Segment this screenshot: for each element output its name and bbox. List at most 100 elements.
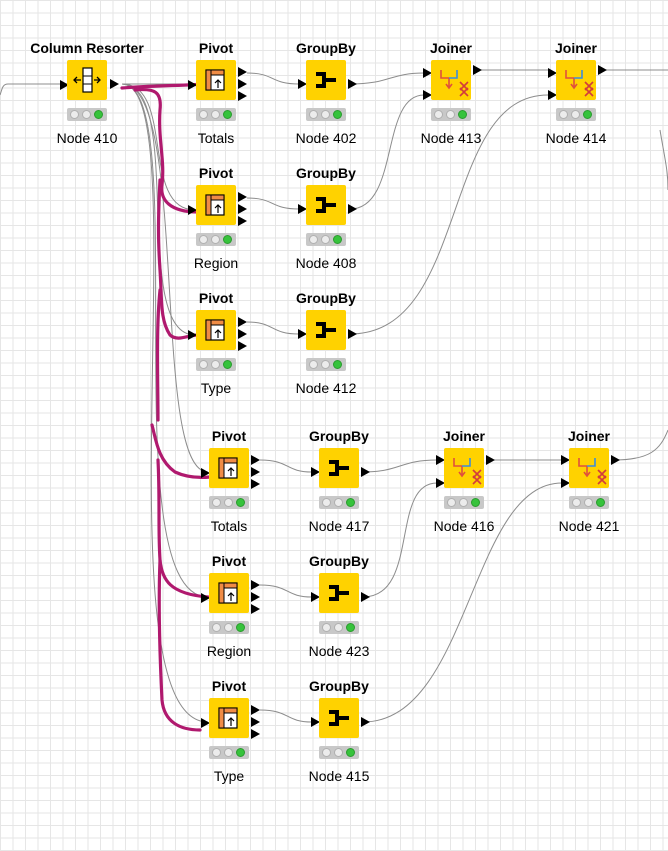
input-port[interactable] — [311, 467, 320, 477]
output-port[interactable] — [251, 479, 260, 489]
output-port[interactable] — [238, 341, 247, 351]
input-port[interactable] — [188, 80, 197, 90]
output-port[interactable] — [251, 717, 260, 727]
node-label[interactable]: Node 414 — [545, 130, 607, 146]
output-port[interactable] — [348, 329, 357, 339]
output-port[interactable] — [251, 467, 260, 477]
node-groupby-408[interactable]: GroupBy Node 408 — [261, 165, 391, 295]
output-port[interactable] — [251, 592, 260, 602]
input-port[interactable] — [548, 90, 557, 100]
output-port[interactable] — [598, 65, 607, 75]
joiner-icon[interactable] — [569, 448, 609, 488]
output-port[interactable] — [238, 216, 247, 226]
output-port[interactable] — [251, 729, 260, 739]
input-port[interactable] — [188, 330, 197, 340]
joiner-icon[interactable] — [556, 60, 596, 100]
output-port[interactable] — [348, 79, 357, 89]
node-label[interactable]: Node 408 — [295, 255, 357, 271]
groupby-icon[interactable] — [319, 448, 359, 488]
output-port[interactable] — [238, 317, 247, 327]
input-port[interactable] — [311, 592, 320, 602]
column-resorter-icon[interactable] — [67, 60, 107, 100]
input-port[interactable] — [201, 468, 210, 478]
pivot-icon[interactable] — [209, 698, 249, 738]
input-port[interactable] — [436, 478, 445, 488]
input-port[interactable] — [423, 68, 432, 78]
output-port[interactable] — [361, 592, 370, 602]
node-groupby-412[interactable]: GroupBy Node 412 — [261, 290, 391, 420]
input-port[interactable] — [188, 205, 197, 215]
joiner-icon[interactable] — [444, 448, 484, 488]
output-port[interactable] — [238, 204, 247, 214]
node-pivot-type-2[interactable]: Pivot Type — [164, 678, 294, 808]
output-port[interactable] — [238, 79, 247, 89]
output-port[interactable] — [486, 455, 495, 465]
output-port[interactable] — [611, 455, 620, 465]
groupby-icon[interactable] — [306, 310, 346, 350]
node-label[interactable]: Node 421 — [558, 518, 620, 534]
input-port[interactable] — [436, 455, 445, 465]
output-port[interactable] — [251, 580, 260, 590]
input-port[interactable] — [561, 478, 570, 488]
output-port[interactable] — [238, 329, 247, 339]
output-port[interactable] — [361, 467, 370, 477]
output-port[interactable] — [251, 604, 260, 614]
node-label[interactable]: Node 413 — [420, 130, 482, 146]
input-port[interactable] — [60, 80, 69, 90]
node-joiner-414[interactable]: Joiner Node 414 — [511, 40, 641, 170]
node-groupby-417[interactable]: GroupBy Node 417 — [274, 428, 404, 558]
output-port[interactable] — [238, 91, 247, 101]
input-port[interactable] — [201, 718, 210, 728]
input-port[interactable] — [298, 79, 307, 89]
output-port[interactable] — [110, 79, 119, 89]
node-label[interactable]: Type — [200, 380, 232, 396]
node-label[interactable]: Region — [206, 643, 252, 659]
joiner-icon[interactable] — [431, 60, 471, 100]
node-joiner-413[interactable]: Joiner Node 413 — [386, 40, 516, 170]
output-port[interactable] — [348, 204, 357, 214]
input-port[interactable] — [298, 329, 307, 339]
node-label[interactable]: Totals — [197, 130, 235, 146]
input-port[interactable] — [311, 717, 320, 727]
output-port[interactable] — [473, 65, 482, 75]
pivot-icon[interactable] — [209, 448, 249, 488]
output-port[interactable] — [238, 67, 247, 77]
node-pivot-region[interactable]: Pivot Region — [151, 165, 281, 295]
node-label[interactable]: Node 402 — [295, 130, 357, 146]
input-port[interactable] — [201, 593, 210, 603]
node-pivot-type[interactable]: Pivot Type — [151, 290, 281, 420]
input-port[interactable] — [298, 204, 307, 214]
groupby-icon[interactable] — [306, 185, 346, 225]
node-groupby-415[interactable]: GroupBy Node 415 — [274, 678, 404, 808]
output-port[interactable] — [361, 717, 370, 727]
node-column-resorter[interactable]: Column Resorter Node 410 — [22, 40, 152, 170]
output-port[interactable] — [238, 192, 247, 202]
input-port[interactable] — [561, 455, 570, 465]
pivot-icon[interactable] — [196, 60, 236, 100]
node-label[interactable]: Node 423 — [308, 643, 370, 659]
node-pivot-region-2[interactable]: Pivot Region — [164, 553, 294, 683]
node-label[interactable]: Type — [213, 768, 245, 784]
node-label[interactable]: Region — [193, 255, 239, 271]
node-label[interactable]: Totals — [210, 518, 248, 534]
node-label[interactable]: Node 416 — [433, 518, 495, 534]
node-joiner-416[interactable]: Joiner Node 416 — [399, 428, 529, 558]
node-joiner-421[interactable]: Joiner Node 421 — [524, 428, 654, 558]
node-groupby-402[interactable]: GroupBy Node 402 — [261, 40, 391, 170]
pivot-icon[interactable] — [209, 573, 249, 613]
groupby-icon[interactable] — [319, 698, 359, 738]
node-label[interactable]: Node 412 — [295, 380, 357, 396]
node-label[interactable]: Node 410 — [56, 130, 118, 146]
output-port[interactable] — [251, 455, 260, 465]
pivot-icon[interactable] — [196, 310, 236, 350]
node-label[interactable]: Node 417 — [308, 518, 370, 534]
node-groupby-423[interactable]: GroupBy Node 423 — [274, 553, 404, 683]
node-pivot-totals-2[interactable]: Pivot Totals — [164, 428, 294, 558]
groupby-icon[interactable] — [319, 573, 359, 613]
groupby-icon[interactable] — [306, 60, 346, 100]
node-label[interactable]: Node 415 — [308, 768, 370, 784]
output-port[interactable] — [251, 705, 260, 715]
input-port[interactable] — [548, 68, 557, 78]
input-port[interactable] — [423, 90, 432, 100]
pivot-icon[interactable] — [196, 185, 236, 225]
